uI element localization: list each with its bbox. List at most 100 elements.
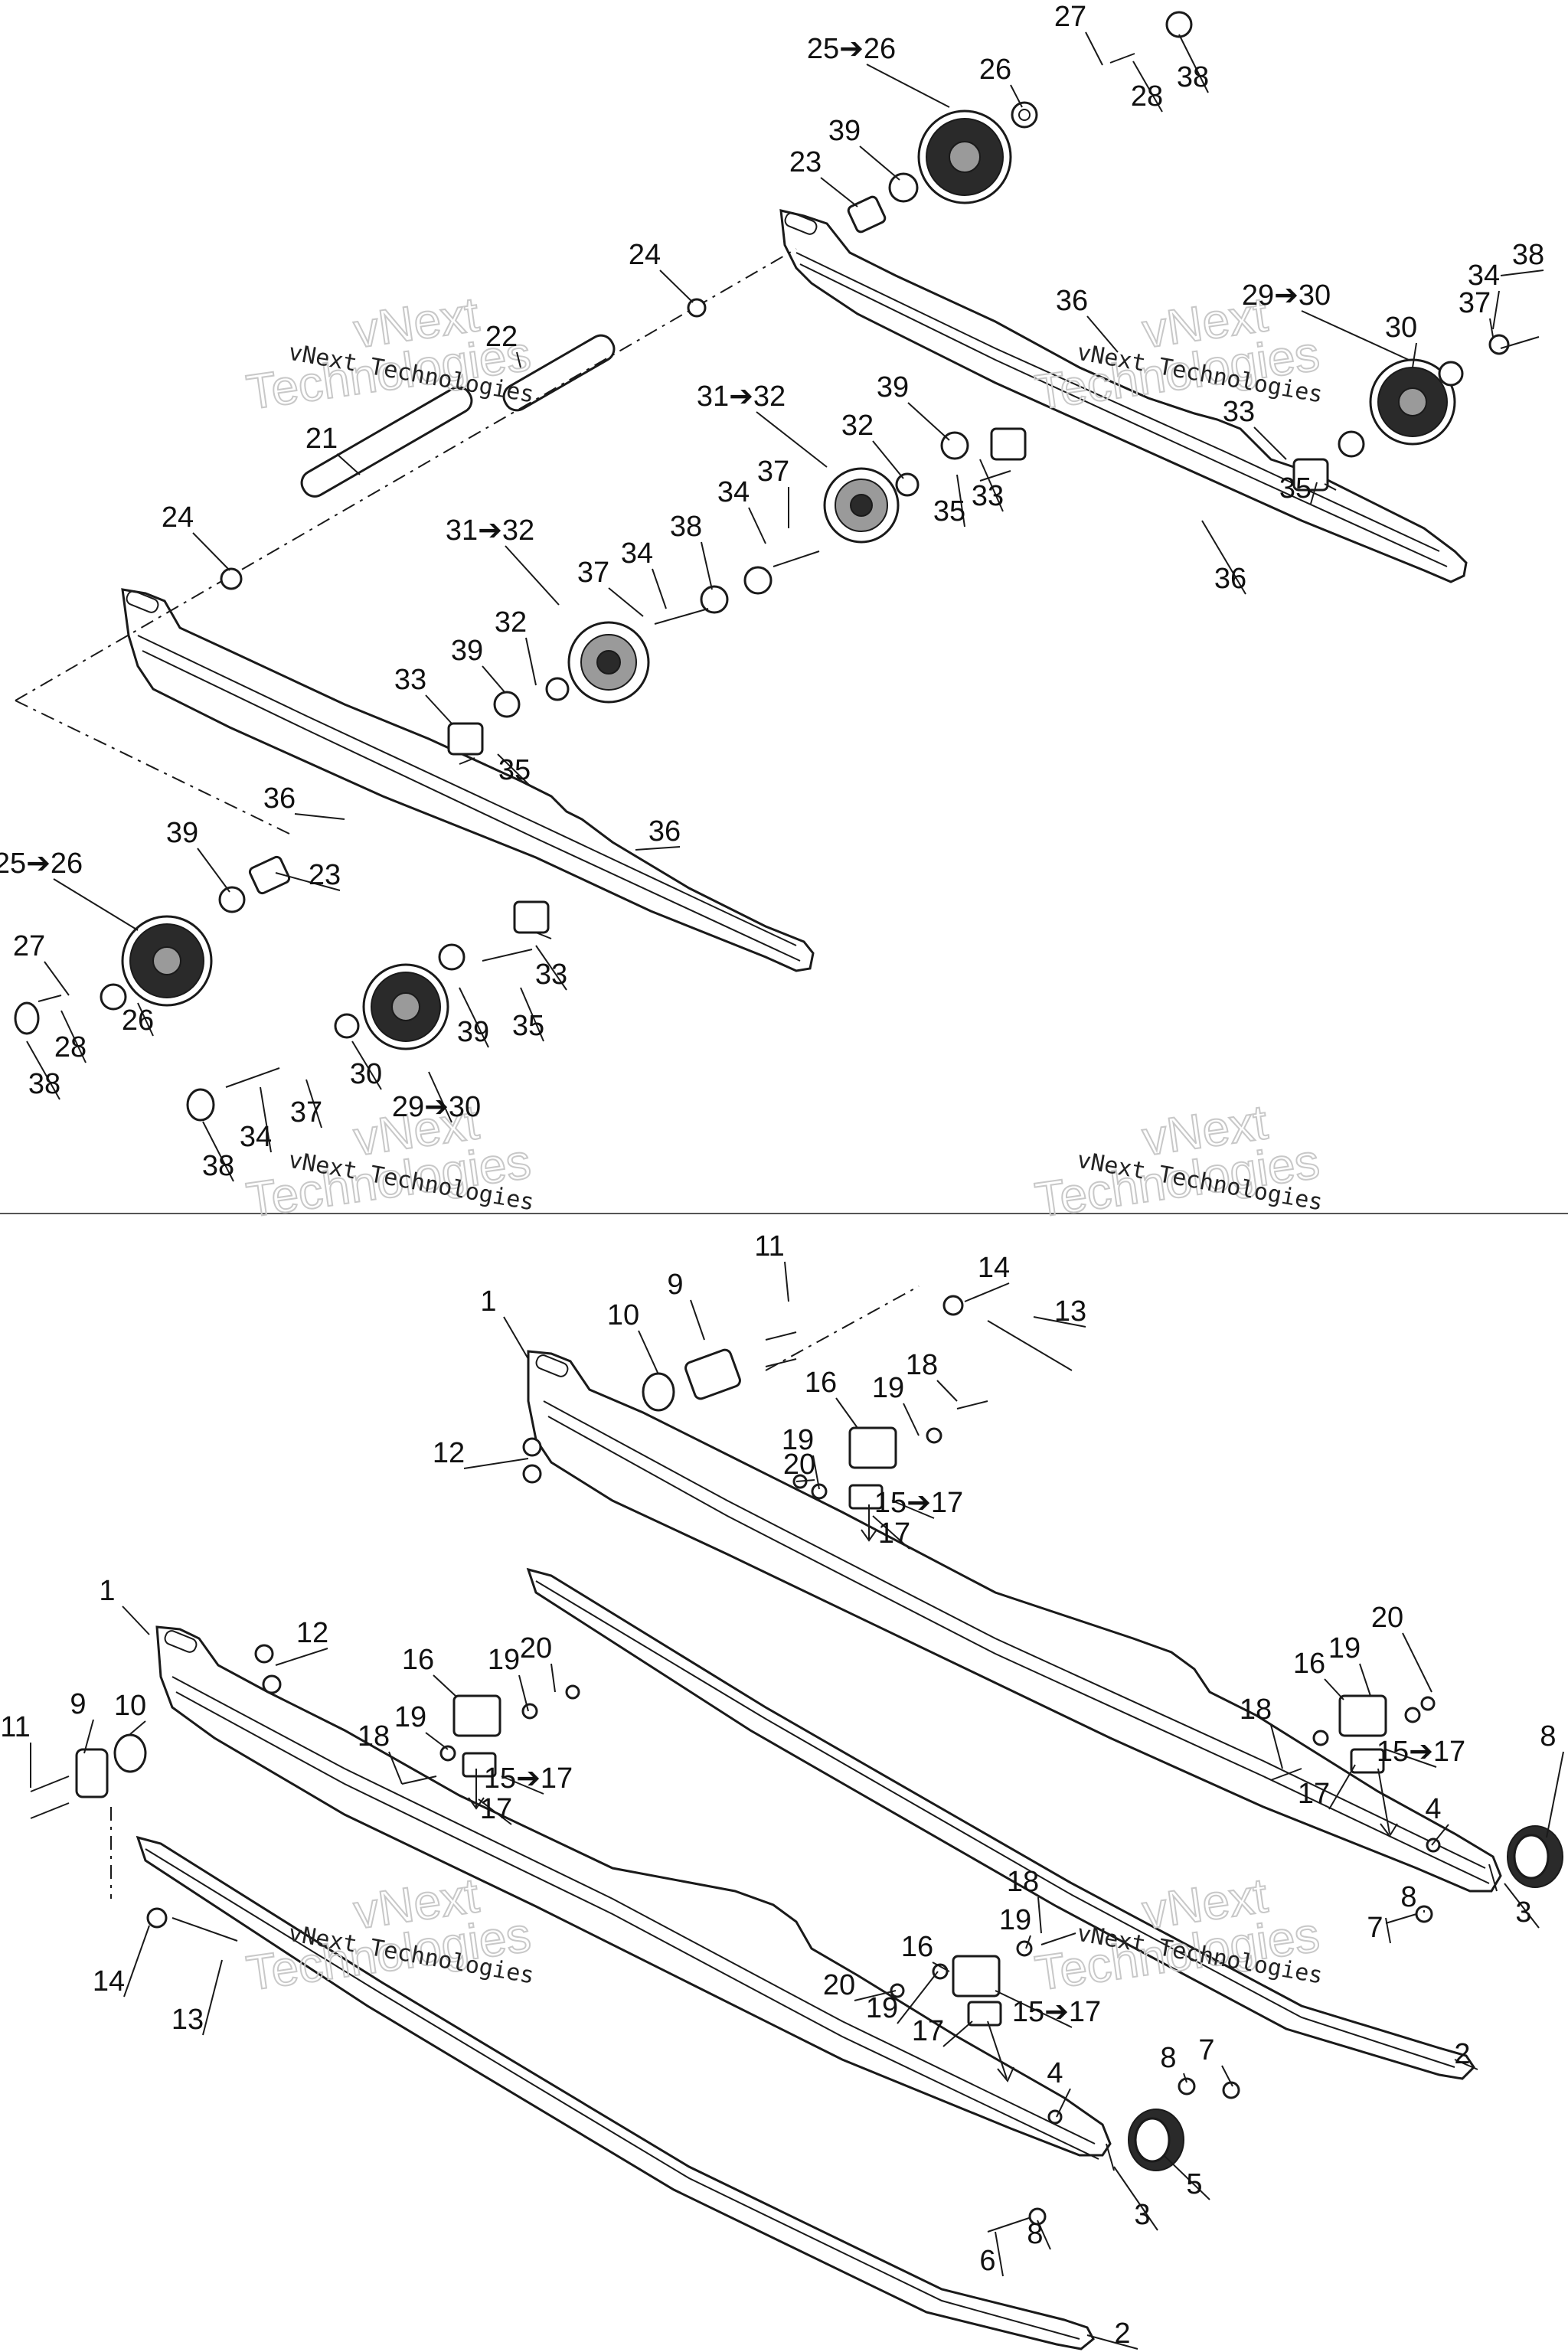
part-callout: 10: [114, 1690, 146, 1722]
part-callout: 3: [1134, 2199, 1150, 2231]
part-callout: 33: [394, 664, 426, 696]
callout-leader: [936, 1380, 958, 1402]
callout-leader: [1310, 482, 1318, 505]
callout-leader: [638, 1330, 659, 1375]
callout-leader: [1504, 1883, 1540, 1929]
part-callout: 17: [912, 2015, 944, 2047]
watermark: Technologies vNext vNext Technologies: [242, 286, 536, 420]
watermark: Technologies vNext vNext Technologies: [242, 1093, 536, 1228]
part-callout: 23: [309, 859, 341, 891]
part-callout: 15➔17: [874, 1487, 963, 1519]
part-callout: 37: [1459, 287, 1491, 319]
part-callout: 7: [1367, 1912, 1383, 1944]
bottom-assembly: [30, 1285, 1563, 2350]
callout-leader: [202, 1959, 223, 2036]
part-callout: 8: [1160, 2042, 1176, 2074]
part-callout: 16: [1293, 1648, 1325, 1680]
callout-leader: [1431, 1824, 1449, 1846]
part-callout: 18: [1007, 1866, 1039, 1898]
callout-leader: [1183, 2073, 1187, 2083]
callout-leader: [202, 1121, 234, 1182]
callout-leader: [501, 1775, 544, 1795]
part-callout: 33: [972, 480, 1004, 512]
part-callout: 31➔32: [697, 381, 786, 413]
callout-leader: [123, 1925, 150, 1998]
callout-leader: [652, 568, 667, 609]
part-callout: 25➔26: [807, 33, 896, 65]
part-callout: 5: [1186, 2168, 1202, 2200]
callout-leader: [608, 587, 644, 617]
callout-leader: [1085, 31, 1103, 66]
part-callout: 34: [621, 537, 653, 570]
callout-leader: [1546, 1751, 1564, 1838]
part-callout: 29➔30: [392, 1091, 481, 1123]
callout-leader: [53, 878, 139, 931]
callout-leader: [1454, 2059, 1478, 2070]
callout-leader: [1324, 1678, 1344, 1700]
part-callout: 37: [757, 456, 789, 488]
callout-leader: [748, 507, 766, 544]
part-callout: 10: [607, 1299, 639, 1331]
callout-leader: [995, 2231, 1004, 2277]
callout-leader: [129, 1720, 146, 1735]
part-callout: 35: [498, 754, 531, 786]
callout-leader: [1163, 2154, 1210, 2200]
callout-leader: [518, 1674, 529, 1712]
callout-leader: [1402, 1632, 1432, 1693]
callout-leader: [1037, 1896, 1042, 1934]
rail-upper-left: [121, 588, 815, 972]
rail-lower-left: [155, 1625, 1112, 2157]
top-assembly: [14, 11, 1540, 1122]
part-callout: 20: [823, 1969, 855, 2001]
callout-leader: [1412, 342, 1417, 368]
part-callout: 9: [70, 1688, 86, 1720]
callout-leader: [497, 753, 531, 786]
part-callout: 29➔30: [1242, 279, 1331, 312]
part-callout: 17: [480, 1793, 512, 1825]
callout-leader: [305, 1079, 322, 1129]
part-callout: 27: [13, 930, 45, 962]
part-callout: 26: [122, 1004, 154, 1037]
part-callout: 37: [290, 1096, 322, 1129]
part-callout: 33: [535, 959, 567, 991]
callout-leader: [525, 637, 537, 686]
part-callout: 8: [1027, 2218, 1043, 2250]
callout-leader: [336, 453, 361, 475]
part-callout: 2: [1454, 2038, 1470, 2070]
callout-leader: [1086, 315, 1119, 353]
part-callout: 35: [512, 1010, 544, 1042]
shaft-21: [300, 386, 473, 498]
callout-leader: [1113, 2166, 1158, 2231]
part-callout: 3: [1515, 1896, 1531, 1929]
part-callout: 34: [1468, 260, 1500, 292]
callout-leader: [932, 1962, 950, 1972]
callout-leader: [820, 177, 858, 207]
callout-leader: [1492, 290, 1500, 330]
part-callout: 13: [172, 2004, 204, 2036]
part-callout: 27: [1054, 1, 1086, 33]
part-callout: 19: [782, 1424, 814, 1456]
callout-leader: [1132, 60, 1163, 113]
part-callout: 16: [402, 1644, 434, 1676]
callout-leader: [1033, 1316, 1086, 1328]
part-callout: 34: [717, 476, 750, 508]
callout-leader: [907, 402, 950, 441]
part-callout: 38: [28, 1068, 60, 1100]
callout-leader: [503, 1316, 529, 1360]
part-callout: 20: [783, 1449, 815, 1481]
part-callout: 15➔17: [484, 1762, 573, 1795]
callout-leader: [964, 1282, 1010, 1302]
bumper-5-left: [1128, 2109, 1184, 2171]
callout-leader: [260, 1086, 272, 1153]
part-callout: 28: [54, 1031, 87, 1063]
callout-leader: [1489, 318, 1494, 338]
part-callout: 6: [979, 2245, 995, 2277]
part-callout: 26: [979, 54, 1011, 86]
callout-leader: [1385, 1917, 1391, 1944]
callout-leader: [872, 1515, 910, 1550]
callout-leader: [550, 1663, 556, 1693]
part-callout: 22: [485, 321, 518, 353]
part-callout: 25➔26: [0, 848, 83, 880]
